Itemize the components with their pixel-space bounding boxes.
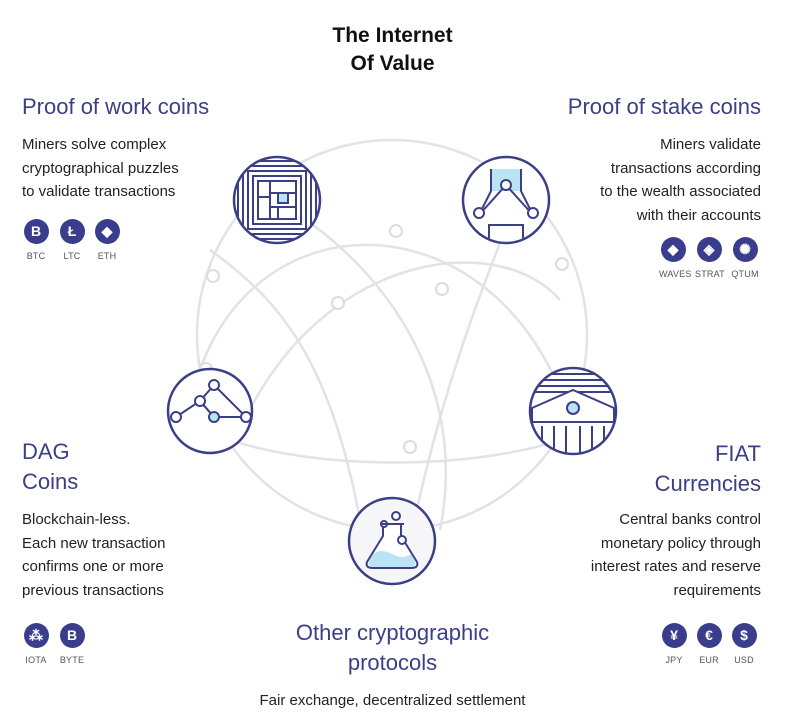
coin-label: ETH bbox=[97, 251, 117, 261]
title-line-1: The Internet bbox=[332, 24, 453, 47]
pos-desc-line: Miners validate bbox=[660, 136, 761, 153]
coin-waves: ◆ WAVES bbox=[659, 237, 692, 279]
other-description: Fair exchange, decentralized settlement bbox=[259, 692, 526, 709]
other-title: Other cryptographic protocols bbox=[0, 618, 785, 678]
bitcoin-icon: B bbox=[23, 219, 49, 244]
coin-btc: B BTC bbox=[22, 219, 50, 261]
dag-desc-line: Each new transaction bbox=[22, 534, 166, 552]
proof-of-stake-node-icon bbox=[461, 155, 551, 245]
coin-label: QTUM bbox=[731, 269, 759, 279]
other-title-line: protocols bbox=[347, 650, 438, 675]
pos-desc-line: to the wealth associated bbox=[600, 183, 761, 200]
iota-icon: ⁂ bbox=[23, 623, 49, 648]
coin-jpy: ¥ JPY bbox=[660, 623, 688, 665]
fiat-title-line: Currencies bbox=[654, 471, 761, 496]
fiat-title: FIAT Currencies bbox=[655, 439, 761, 499]
byteball-icon: B bbox=[59, 623, 85, 648]
other-title-line: Other cryptographic bbox=[295, 620, 490, 645]
dag-title-line: Coins bbox=[22, 469, 79, 494]
coin-byte: B BYTE bbox=[58, 623, 86, 665]
euro-icon: € bbox=[696, 623, 722, 648]
coin-label: WAVES bbox=[659, 269, 692, 279]
fiat-title-line: FIAT bbox=[714, 441, 761, 466]
page-title: The Internet Of Value bbox=[0, 22, 785, 78]
coin-strat: ◈ STRAT bbox=[695, 237, 725, 279]
fiat-desc-line: Central banks control bbox=[619, 511, 761, 528]
dag-title: DAG Coins bbox=[22, 437, 78, 497]
fiat-desc-line: monetary policy through bbox=[600, 534, 761, 552]
proof-of-work-node-icon bbox=[232, 155, 322, 245]
pos-desc-line: with their accounts bbox=[636, 206, 761, 224]
title-line-2: Of Value bbox=[350, 52, 435, 75]
coin-iota: ⁂ IOTA bbox=[22, 623, 50, 665]
coin-label: STRAT bbox=[695, 269, 725, 279]
dag-title-line: DAG bbox=[22, 439, 70, 464]
dag-description: Blockchain-less. Each new transaction co… bbox=[22, 508, 165, 602]
coin-label: EUR bbox=[699, 655, 719, 665]
pos-desc-line: transactions according bbox=[610, 159, 761, 177]
fiat-bank-node-icon bbox=[528, 366, 618, 456]
fiat-desc-line: interest rates and reserve bbox=[590, 558, 761, 575]
dag-node-icon bbox=[166, 367, 254, 455]
coin-ltc: Ł LTC bbox=[58, 219, 86, 261]
coin-qtum: ✺ QTUM bbox=[731, 237, 759, 279]
qtum-icon: ✺ bbox=[732, 237, 758, 262]
dollar-icon: $ bbox=[731, 623, 757, 648]
coin-label: JPY bbox=[665, 655, 683, 665]
coin-label: LTC bbox=[63, 251, 81, 261]
pow-desc-line: to validate transactions bbox=[22, 183, 176, 200]
coin-label: BTC bbox=[26, 251, 46, 261]
pos-description: Miners validate transactions according t… bbox=[600, 133, 761, 227]
pow-description: Miners solve complex cryptographical puz… bbox=[22, 133, 179, 204]
flask-node-icon bbox=[347, 496, 437, 586]
coin-eth: ◆ ETH bbox=[93, 219, 121, 261]
pow-title: Proof of work coins bbox=[22, 94, 210, 119]
fiat-description: Central banks control monetary policy th… bbox=[591, 508, 761, 602]
stratis-icon: ◈ bbox=[696, 237, 722, 262]
yen-icon: ¥ bbox=[661, 623, 687, 648]
dag-desc-line: previous transactions bbox=[22, 581, 164, 599]
ethereum-icon: ◆ bbox=[94, 219, 120, 244]
waves-icon: ◆ bbox=[660, 237, 686, 262]
coin-label: USD bbox=[734, 655, 754, 665]
dag-desc-line: confirms one or more bbox=[22, 558, 164, 575]
pow-desc-line: Miners solve complex bbox=[22, 136, 167, 153]
coin-label: BYTE bbox=[59, 655, 85, 665]
coin-label: IOTA bbox=[25, 655, 47, 665]
coin-usd: $ USD bbox=[730, 623, 758, 665]
litecoin-icon: Ł bbox=[59, 219, 85, 244]
pos-title: Proof of stake coins bbox=[567, 94, 761, 119]
dag-desc-line: Blockchain-less. bbox=[22, 511, 131, 528]
coin-eur: € EUR bbox=[695, 623, 723, 665]
fiat-desc-line: requirements bbox=[673, 581, 761, 599]
pow-desc-line: cryptographical puzzles bbox=[22, 159, 179, 177]
